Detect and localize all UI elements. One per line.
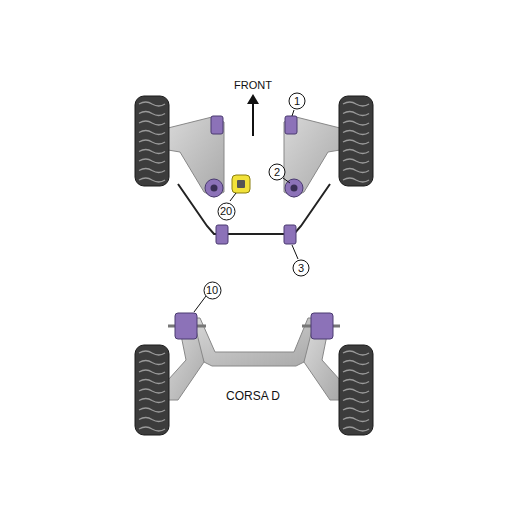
callout-number: 3 [298,262,304,274]
rear-beam-bush [168,313,340,339]
engine-mount-bush [232,175,250,193]
model-label: CORSA D [226,389,280,403]
leader-line [194,110,298,312]
rear-wishbone-bush [205,179,303,197]
direction-label: FRONT [234,79,272,91]
callout-circle: 10 [203,281,222,300]
callout-number: 10 [206,284,218,296]
callout-circle: 3 [292,259,310,277]
front-inner-bush [211,116,297,134]
left-wishbone [168,117,224,197]
anti-roll-bar [178,184,330,234]
callout-circle: 2 [268,163,286,181]
anti-roll-bar-bush [216,225,296,244]
callout-number: 20 [220,205,232,217]
callout-number: 1 [294,95,300,107]
tyre [135,96,373,435]
callout-number: 2 [274,166,280,178]
front-arrow [247,94,259,136]
right-wishbone [284,117,340,197]
callout-circle: 1 [288,92,306,110]
callout-circle: 20 [217,202,236,221]
